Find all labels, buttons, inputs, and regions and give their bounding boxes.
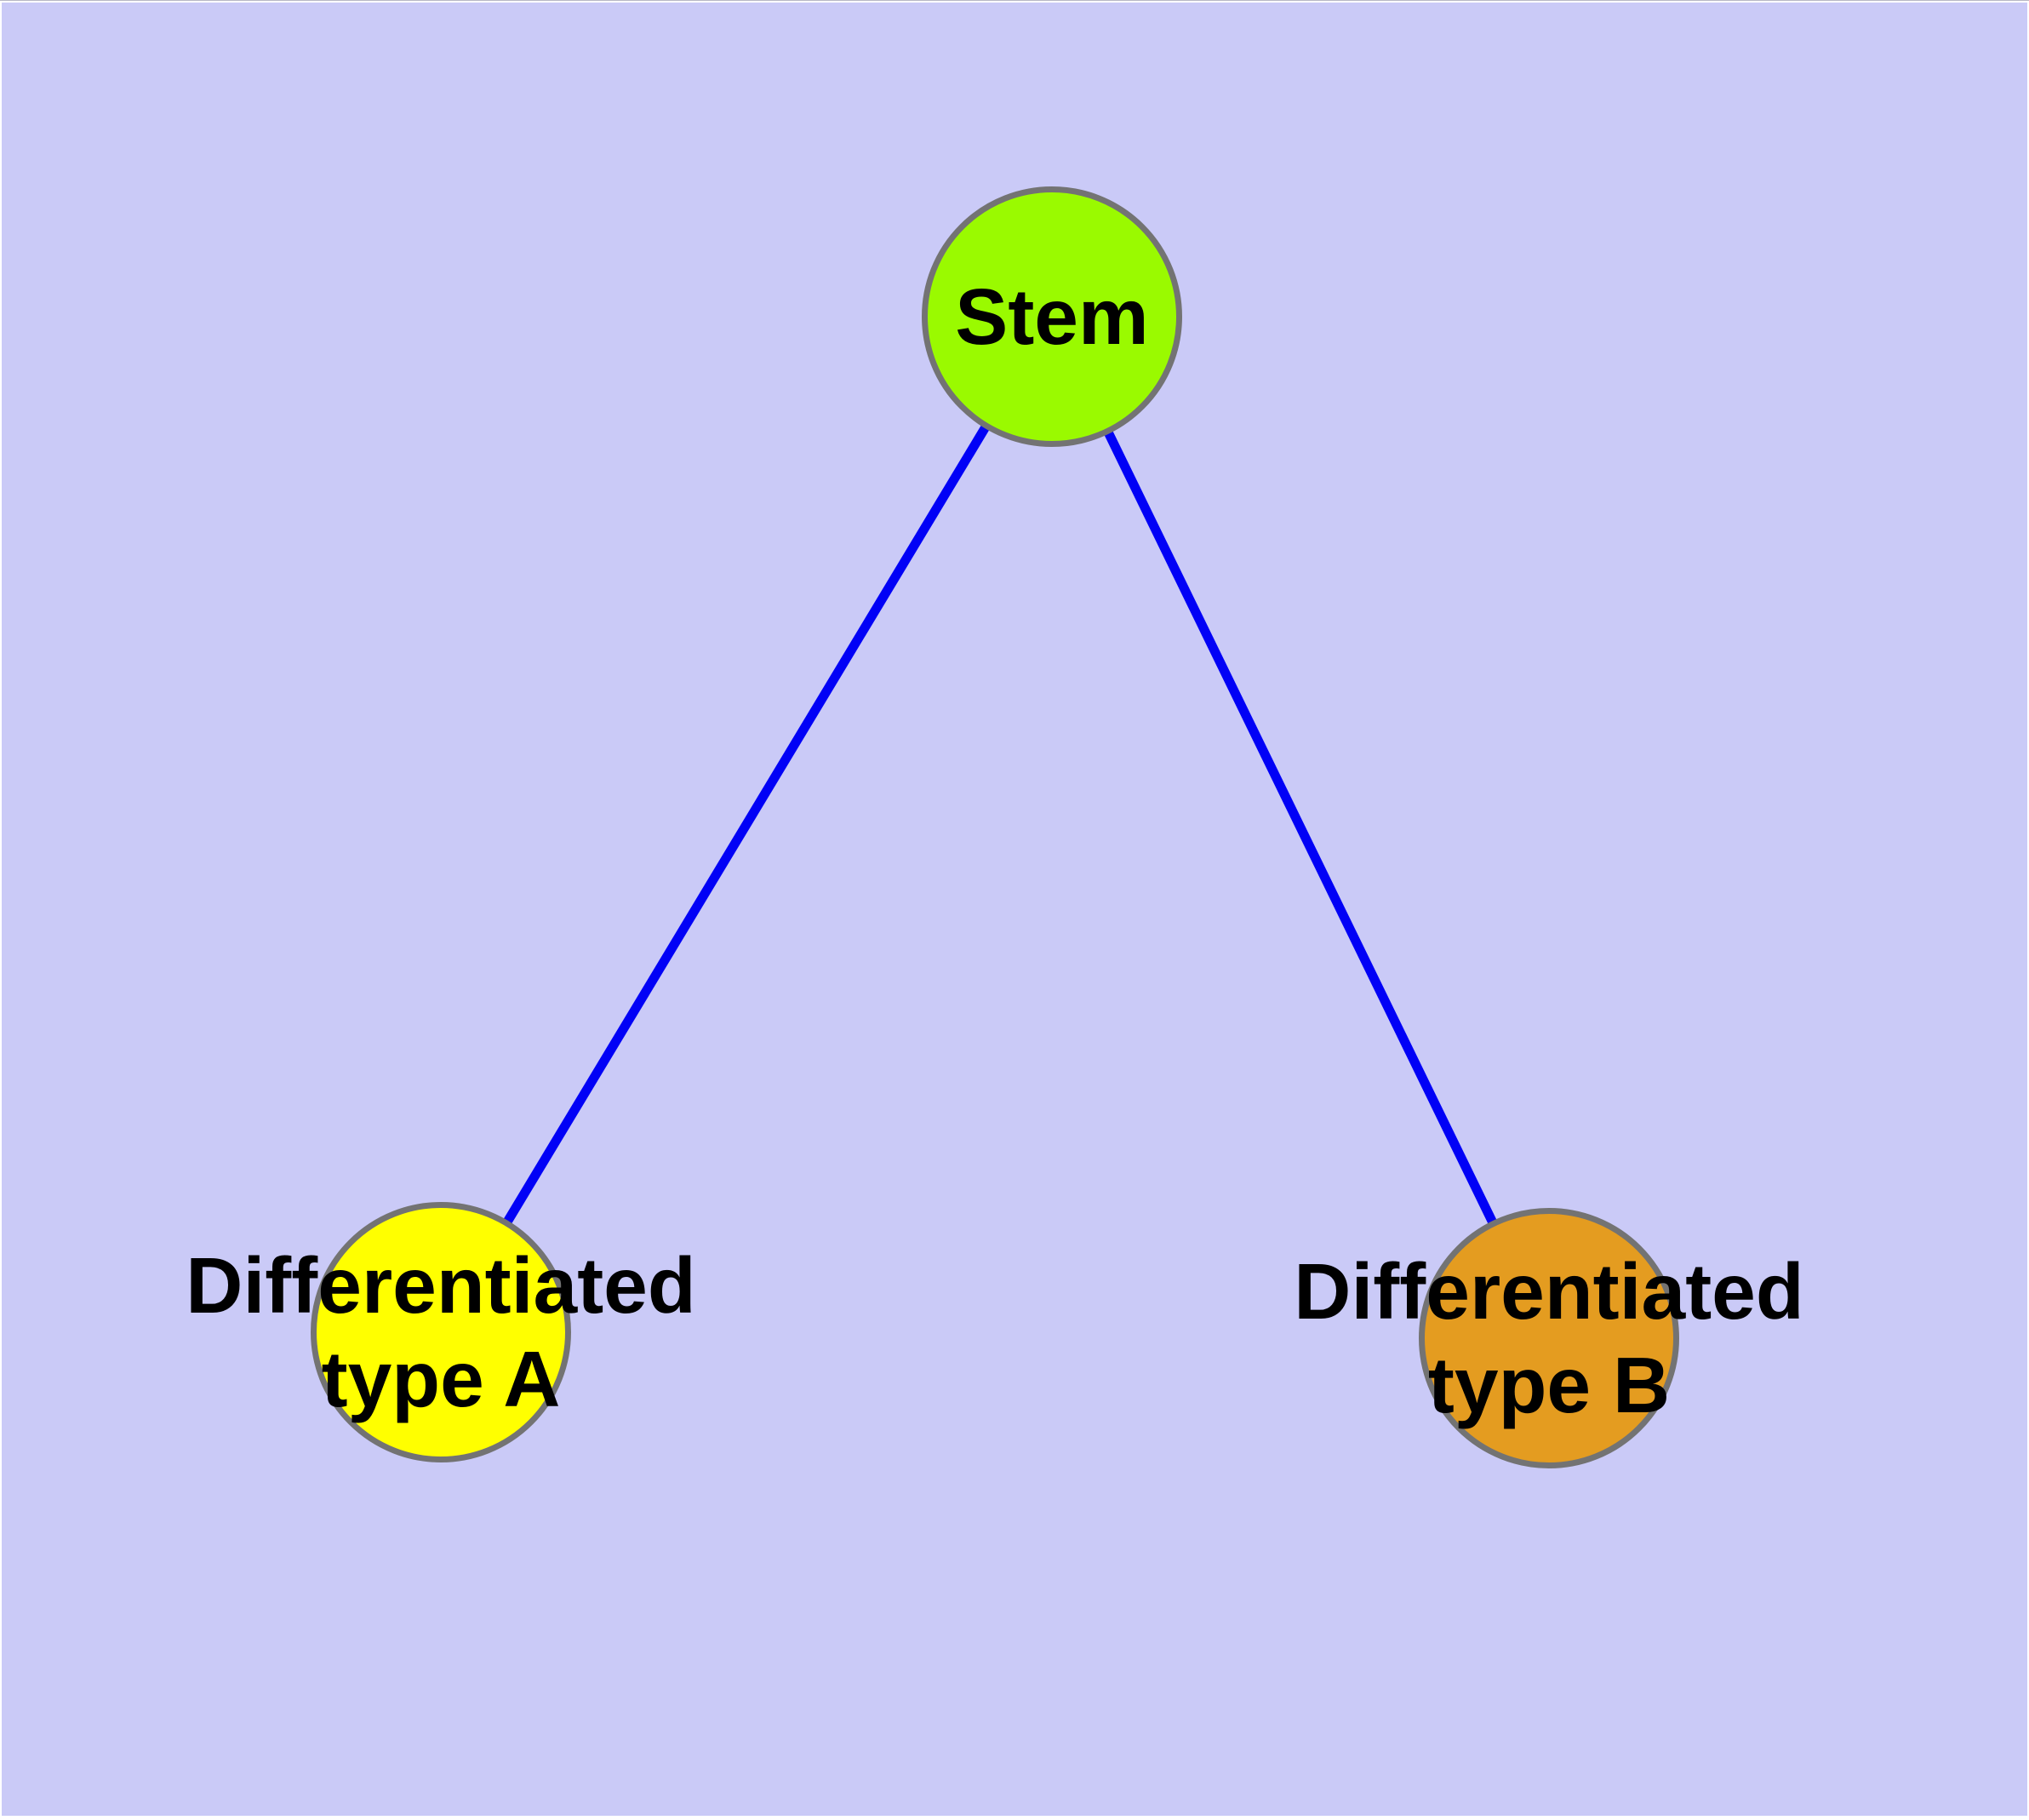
node-stem-circle [922,186,1182,447]
edge-stem-to-differentiated-type-b [1048,314,1553,1341]
top-edge-line [0,0,2029,1]
node-differentiated-type-b-circle [1419,1208,1679,1468]
node-differentiated-type-a-circle [311,1202,571,1462]
node-differentiated-type-a-label-line-1: Differentiated [186,1241,696,1330]
node-differentiated-type-a-label-line-2: type A [321,1335,561,1423]
edge-stem-to-differentiated-type-a [437,314,1056,1335]
node-differentiated-type-a-label: Differentiated type A [186,1239,695,1426]
node-stem-label-line: Stem [955,272,1149,361]
node-differentiated-type-b-label-line-2: type B [1427,1341,1671,1429]
node-differentiated-type-b-label: Differentiated type B [1294,1245,1803,1432]
node-differentiated-type-b-label-line-1: Differentiated [1294,1247,1804,1336]
node-stem-label: Stem [955,270,1148,363]
